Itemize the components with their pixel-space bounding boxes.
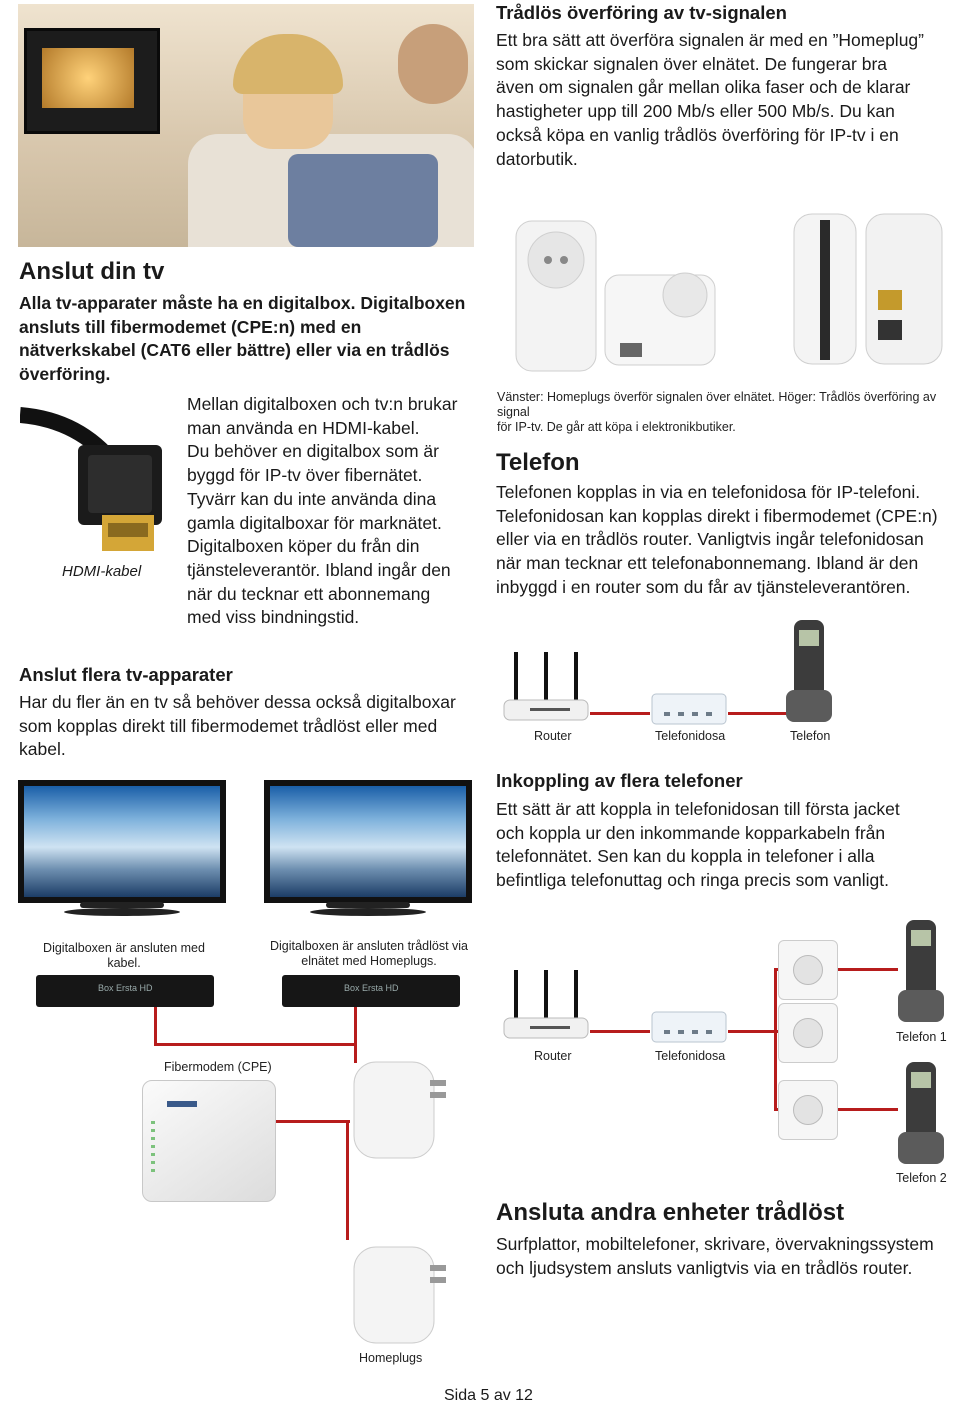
phone-body: Telefonen kopplas in via en telefonidosa… xyxy=(496,482,938,597)
wall-socket-icon xyxy=(778,1003,838,1063)
multi-tv-heading: Anslut flera tv-apparater xyxy=(19,664,233,685)
wireless-tv-body: Ett bra sätt att överföra signalen är me… xyxy=(496,30,924,169)
phone1-label: Telefon 1 xyxy=(896,1030,947,1044)
diagram2-router-label: Router xyxy=(534,1049,572,1063)
wireless-tv-transmitter-icon xyxy=(790,210,950,380)
phone-icon xyxy=(896,920,946,1024)
connect-tv-intro: Alla tv-apparater måste ha en digitalbox… xyxy=(19,293,466,385)
wireless-tv-heading: Trådlös överföring av tv-signalen xyxy=(496,2,787,23)
diagram1-phone-label: Telefon xyxy=(790,729,831,743)
phone-heading: Telefon xyxy=(496,449,580,476)
connect-tv-body: Mellan digitalboxen och tv:n brukar man … xyxy=(187,394,458,628)
diagram2-telefonidosa-label: Telefonidosa xyxy=(655,1049,726,1063)
multi-phone-heading: Inkoppling av flera telefoner xyxy=(496,770,743,791)
box-display-text: Box Ersta HD xyxy=(98,983,153,993)
set-top-box-icon: Box Ersta HD xyxy=(282,975,460,1007)
router-icon xyxy=(500,970,592,1042)
telefonidosa-icon xyxy=(650,1010,728,1044)
homeplug-icon xyxy=(510,215,730,385)
page-number: Sida 5 av 12 xyxy=(444,1387,533,1404)
multi-tv-body: Har du fler än en tv så behöver dessa oc… xyxy=(19,692,456,760)
homeplug-icon xyxy=(350,1052,450,1162)
wall-socket-icon xyxy=(778,940,838,1000)
set-top-box-icon: Box Ersta HD xyxy=(36,975,214,1007)
phone2-label: Telefon 2 xyxy=(896,1171,947,1185)
hdmi-cable-icon xyxy=(19,405,170,560)
diagram1-telefonidosa-label: Telefonidosa xyxy=(655,729,726,743)
multi-phone-body: Ett sätt är att koppla in telefonidosan … xyxy=(496,799,900,891)
connect-tv-heading: Anslut din tv xyxy=(19,258,165,285)
homeplugs-label: Homeplugs xyxy=(359,1351,423,1365)
homeplug-caption: Vänster: Homeplugs överför signalen över… xyxy=(497,390,937,434)
other-devices-body: Surfplattor, mobiltelefoner, skrivare, ö… xyxy=(496,1234,934,1278)
box-cable-label: Digitalboxen är ansluten med kabel. xyxy=(43,941,205,970)
family-tv-photo xyxy=(18,4,474,247)
tv-icon xyxy=(18,780,226,903)
other-devices-heading: Ansluta andra enheter trådlöst xyxy=(496,1199,845,1226)
telefonidosa-icon xyxy=(650,692,728,726)
tv-icon xyxy=(264,780,472,903)
phone-icon xyxy=(784,620,834,724)
box-display-text: Box Ersta HD xyxy=(344,983,399,993)
wall-socket-icon xyxy=(778,1080,838,1140)
phone-icon xyxy=(896,1062,946,1166)
router-icon xyxy=(500,652,592,724)
modem-label: Fibermodem (CPE) xyxy=(164,1060,272,1074)
homeplug-icon xyxy=(350,1237,450,1347)
modem-icon xyxy=(142,1080,276,1202)
diagram1-router-label: Router xyxy=(534,729,572,743)
box-homeplug-label: Digitalboxen är ansluten trådlöst via el… xyxy=(269,939,469,968)
hdmi-caption: HDMI-kabel xyxy=(62,563,142,580)
